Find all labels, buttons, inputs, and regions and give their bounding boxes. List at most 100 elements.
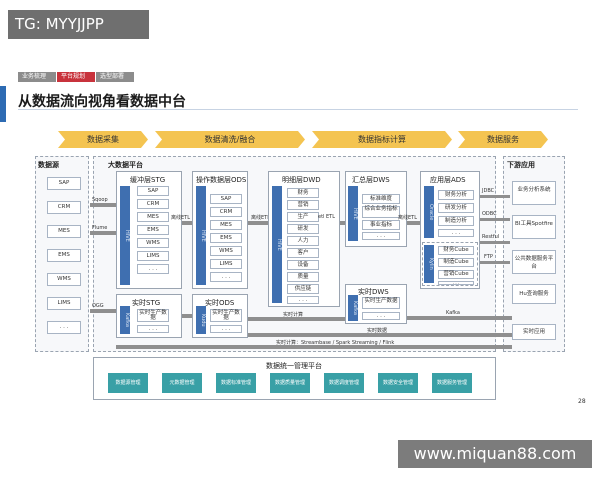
- mgmt-item: 数据调度管理: [324, 373, 364, 393]
- breadcrumb-item-2[interactable]: 平台规划: [57, 72, 95, 82]
- dwd-item: 质量: [287, 272, 319, 282]
- edge-label-flume: Flume: [92, 225, 108, 231]
- source-item: SAP: [47, 177, 81, 190]
- dws-item: 事业指标: [362, 220, 400, 230]
- rt-ods-item: 实时生产数据: [210, 309, 242, 322]
- stg-item: EMS: [137, 225, 169, 235]
- ads-cube-item: 制造Cube: [438, 258, 474, 267]
- arrow-ogg: [90, 309, 118, 313]
- arrow-rt-calc: [248, 317, 345, 321]
- dwd-item: 供应链: [287, 284, 319, 294]
- ads-cube-item: 营销Cube: [438, 270, 474, 279]
- ods-item: CRM: [210, 207, 242, 217]
- arrow-rt-stg-ods: [182, 314, 192, 318]
- title-divider: [18, 109, 578, 110]
- page-number: 28: [578, 398, 586, 405]
- arrow-rt-flow: [116, 345, 512, 349]
- edge-label-restful: Restful: [482, 234, 500, 240]
- ads-item: 研发分析: [438, 203, 474, 213]
- rt-ods-label: 实时ODS: [205, 299, 235, 307]
- downstream-item: 业务分析系统: [512, 181, 556, 205]
- dwd-item: 财务: [287, 188, 319, 198]
- rt-stg-label: 实时STG: [132, 299, 161, 307]
- edge-label-ogg: OGG: [92, 303, 104, 309]
- dwd-item: 人力: [287, 236, 319, 246]
- edge-label-jdbc: JDBC: [482, 188, 495, 194]
- breadcrumb-item-1[interactable]: 业务梳理: [18, 72, 56, 82]
- platform-label: 大数据平台: [108, 161, 143, 169]
- downstream-item: Hu查询服务: [512, 284, 556, 304]
- source-item: CRM: [47, 201, 81, 214]
- mgmt-item: 数据质量管理: [270, 373, 310, 393]
- stg-item: LIMS: [137, 251, 169, 261]
- dws-label: 汇总层DWS: [352, 176, 390, 184]
- arrow-odbc: [480, 218, 510, 221]
- ods-item: LIMS: [210, 259, 242, 269]
- arrow-kafka: [407, 316, 512, 320]
- rt-stg-item: . . .: [137, 325, 169, 333]
- arrow-flume: [90, 231, 118, 235]
- source-item: EMS: [47, 249, 81, 262]
- mgmt-item: 数据服务管理: [432, 373, 472, 393]
- ods-item: SAP: [210, 194, 242, 204]
- arrow-rt-data: [248, 333, 512, 337]
- arrow-etl1: [182, 221, 192, 225]
- stg-item: . . .: [137, 264, 169, 274]
- rt-stg-kafka-bar: Kafka: [120, 306, 130, 334]
- ods-item: EMS: [210, 233, 242, 243]
- rt-ods-kudu-bar: Kudu: [196, 306, 206, 334]
- arrow-jdbc: [480, 195, 510, 198]
- edge-label-etl1: 离线ETL: [171, 215, 190, 221]
- ads-item: 财务分析: [438, 190, 474, 200]
- ads-item: 制造分析: [438, 216, 474, 226]
- stg-item: CRM: [137, 199, 169, 209]
- ods-item: WMS: [210, 246, 242, 256]
- dwd-item: 客户: [287, 248, 319, 258]
- edge-label-kafka: Kafka: [446, 310, 460, 316]
- source-item: MES: [47, 225, 81, 238]
- stg-item: MES: [137, 212, 169, 222]
- stg-item: SAP: [137, 186, 169, 196]
- rt-stg-item: 实时生产数据: [137, 309, 169, 322]
- edge-label-rt-data: 实时数据: [367, 328, 388, 334]
- downstream-item: BI工具Spotfire: [512, 215, 556, 239]
- downstream-item: 公共数据服务平台: [512, 250, 556, 274]
- dwd-item: 设备: [287, 260, 319, 270]
- source-item: . . .: [47, 321, 81, 334]
- rt-dws-item: 实时生产数据: [362, 297, 400, 309]
- stg-item: WMS: [137, 238, 169, 248]
- arrow-etl3: [340, 221, 348, 225]
- stage-collect: 数据采集: [58, 131, 148, 148]
- source-item: WMS: [47, 273, 81, 286]
- ods-item: MES: [210, 220, 242, 230]
- ads-cube-item: . . .: [438, 281, 474, 285]
- arrow-ftp: [480, 261, 510, 264]
- title-accent-band: [0, 86, 6, 122]
- dws-hive-bar: HIVE: [348, 186, 358, 241]
- edge-label-etl3: etl ETL: [318, 214, 336, 220]
- ads-label: 应用层ADS: [430, 176, 466, 184]
- ads-item: . . .: [438, 229, 474, 237]
- dwd-item: 营销: [287, 200, 319, 210]
- rt-ods-item: . . .: [210, 325, 242, 333]
- dwd-label: 明细层DWD: [282, 176, 321, 184]
- mgmt-item: 元数据管理: [162, 373, 202, 393]
- edge-label-etl2: 离线ETL: [251, 215, 270, 221]
- breadcrumb-item-3[interactable]: 选型部署: [96, 72, 134, 82]
- dwd-item: . . .: [287, 296, 319, 304]
- ods-item: . . .: [210, 272, 242, 282]
- dws-item: . . .: [362, 232, 400, 240]
- page-title: 从数据流向视角看数据中台: [18, 94, 186, 110]
- edge-label-ftp: FTP: [484, 254, 493, 260]
- rt-dws-kafka-bar: Kafka: [348, 295, 358, 321]
- stg-label: 缓冲层STG: [130, 176, 166, 184]
- downstream-item: 实时应用: [512, 324, 556, 340]
- dwd-item: 研发: [287, 224, 319, 234]
- edge-label-rt-calc: 实时计算: [283, 312, 304, 318]
- arrow-sqoop: [90, 203, 118, 207]
- stage-service: 数据服务: [458, 131, 548, 148]
- dwd-hive-bar: HIVE: [272, 186, 282, 303]
- stage-clean: 数据清洗/融合: [155, 131, 305, 148]
- watermark-bottom: www.miquan88.com: [398, 440, 592, 468]
- dwd-item: 生产: [287, 212, 319, 222]
